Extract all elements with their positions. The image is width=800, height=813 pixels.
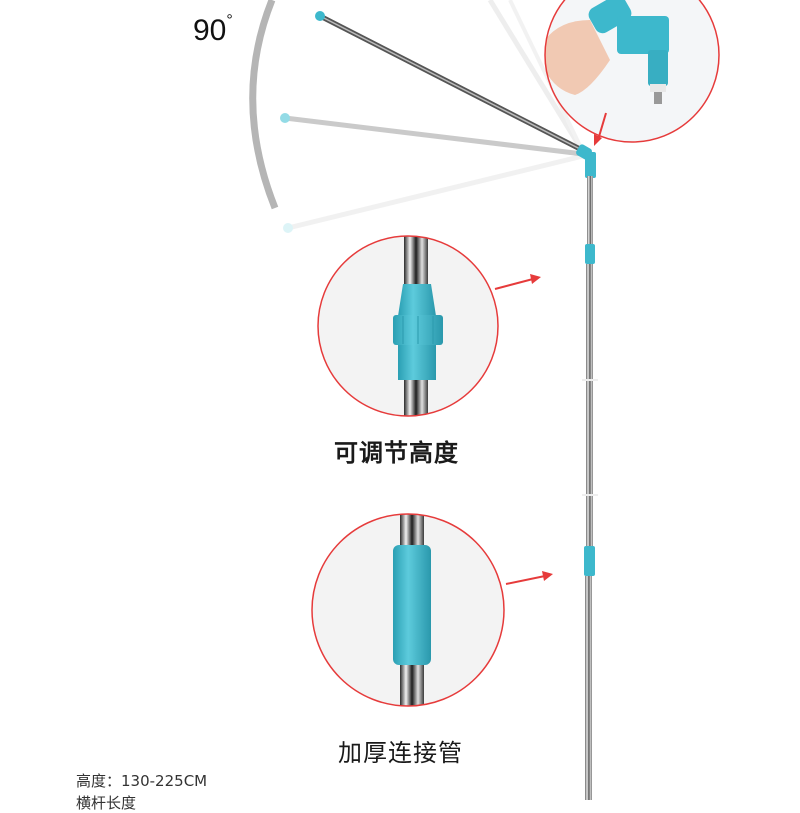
telescopic-pole bbox=[582, 176, 598, 800]
spec-height-label: 高度： bbox=[76, 772, 122, 790]
angle-value: 90 bbox=[193, 14, 227, 47]
caption-adjustable-height: 可调节高度 bbox=[334, 439, 459, 467]
arm-ghost-positions bbox=[283, 0, 586, 233]
arm-position-mid bbox=[280, 113, 584, 157]
degree-symbol: ° bbox=[226, 12, 233, 29]
folding-joint bbox=[576, 144, 596, 178]
rotation-angle-label: 90° bbox=[193, 12, 233, 48]
spec-bar-length: 横杆长度 bbox=[76, 792, 136, 813]
spec-bar-length-label: 横杆长度 bbox=[76, 794, 137, 812]
spec-height-value: 130-225CM bbox=[121, 772, 208, 790]
height-lock-callout bbox=[317, 235, 541, 417]
connector-callout bbox=[311, 513, 553, 707]
rotation-arc bbox=[249, 0, 279, 210]
caption-thick-connector: 加厚连接管 bbox=[338, 739, 463, 767]
joint-detail-callout bbox=[544, 0, 720, 146]
spec-height: 高度：130-225CM bbox=[76, 770, 207, 791]
arm-position-main bbox=[315, 11, 584, 153]
